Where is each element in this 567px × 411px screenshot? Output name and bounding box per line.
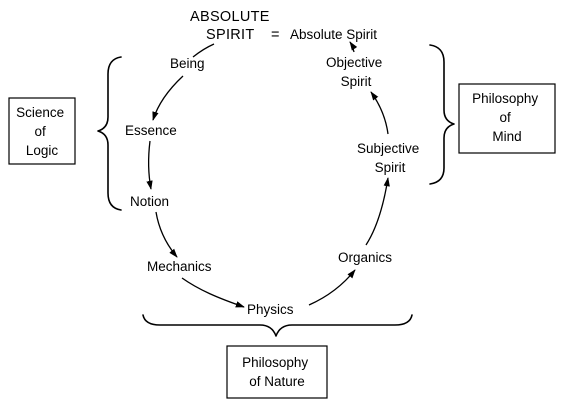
- label-philosophy-of-mind-line1: Philosophy: [472, 91, 538, 106]
- box-philosophy-of-mind: [458, 83, 556, 154]
- node-notion: Notion: [130, 194, 169, 209]
- arrow-objective-to-absolute-spirit: [349, 41, 358, 53]
- label-philosophy-of-nature-line2: of Nature: [249, 374, 305, 389]
- box-science-of-logic: [8, 97, 76, 165]
- node-essence: Essence: [125, 123, 177, 138]
- arrow-mechanics-to-physics: [181, 277, 245, 308]
- arrow-notion-to-mechanics: [155, 211, 178, 258]
- header-absolute: ABSOLUTE: [190, 9, 270, 25]
- arrow-physics-to-organics: [308, 269, 356, 306]
- node-objective-spirit-line1: Objective: [326, 55, 382, 70]
- label-philosophy-of-mind-line2: of: [499, 110, 511, 125]
- label-science-of-logic-line2: of: [34, 124, 46, 139]
- label-philosophy-of-mind-line3: Mind: [492, 129, 521, 144]
- header-spirit: SPIRIT: [206, 27, 255, 43]
- brace-nature: [142, 314, 413, 337]
- label-science-of-logic-line3: Logic: [26, 143, 59, 158]
- header-equals-sign: =: [271, 27, 280, 43]
- arrow-organics-to-subjective-spirit: [365, 177, 390, 246]
- node-subjective-spirit-line2: Spirit: [375, 160, 406, 175]
- brace-logic: [97, 56, 122, 211]
- brace-mind: [429, 44, 455, 185]
- node-organics: Organics: [338, 250, 392, 265]
- node-physics: Physics: [247, 302, 294, 317]
- box-philosophy-of-nature: [226, 345, 328, 399]
- label-science-of-logic: Science of Logic: [16, 105, 68, 158]
- node-mechanics: Mechanics: [147, 259, 212, 274]
- label-philosophy-of-mind: Philosophy of Mind: [472, 91, 542, 144]
- arrow-essence-to-notion: [146, 140, 153, 190]
- node-subjective-spirit: Subjective Spirit: [357, 141, 423, 175]
- label-philosophy-of-nature: Philosophy of Nature: [242, 355, 312, 389]
- arrow-subjective-to-objective-spirit: [370, 91, 389, 135]
- label-philosophy-of-nature-line1: Philosophy: [242, 355, 308, 370]
- node-being: Being: [170, 56, 205, 71]
- arrow-absolute-spirit-to-being: [192, 43, 215, 58]
- node-objective-spirit-line2: Spirit: [341, 74, 372, 89]
- header-absolute-spirit: Absolute Spirit: [290, 27, 377, 42]
- node-subjective-spirit-line1: Subjective: [357, 141, 419, 156]
- arrow-being-to-essence: [152, 75, 184, 121]
- node-objective-spirit: Objective Spirit: [326, 55, 386, 89]
- label-science-of-logic-line1: Science: [16, 105, 64, 120]
